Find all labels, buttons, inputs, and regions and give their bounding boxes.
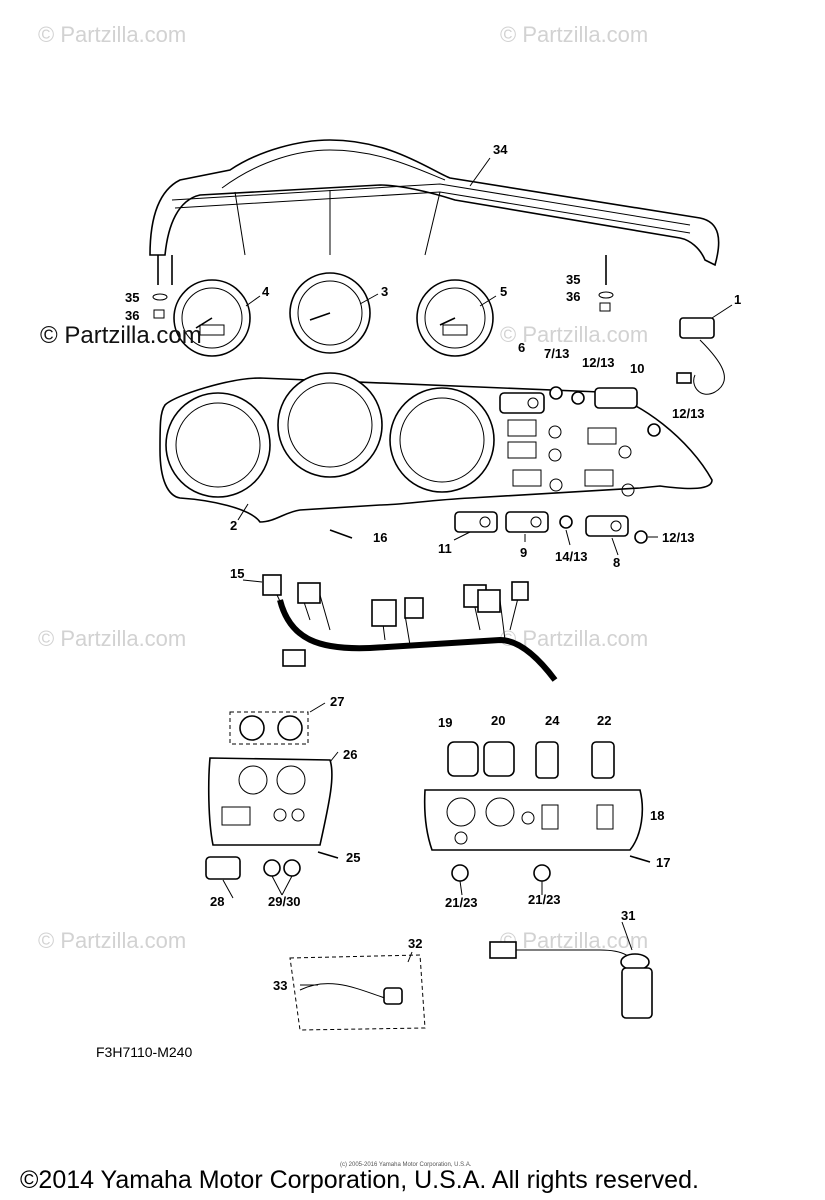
label-part-7-13: 7/13 (544, 346, 569, 361)
label-part-35-right: 35 (566, 272, 580, 287)
label-part-6: 6 (518, 340, 525, 355)
label-part-14-13: 14/13 (555, 549, 588, 564)
label-part-15: 15 (230, 566, 244, 581)
label-part-36-left: 36 (125, 308, 139, 323)
watermark-center: © Partzilla.com (40, 322, 202, 349)
label-part-1: 1 (734, 292, 741, 307)
label-part-18: 18 (650, 808, 664, 823)
label-part-4: 4 (262, 284, 270, 299)
watermark: © Partzilla.com (38, 22, 187, 47)
label-part-11: 11 (438, 541, 452, 556)
switch-11-drawing (454, 511, 498, 533)
label-part-29-30: 29/30 (268, 894, 301, 909)
label-part-12-13-b: 12/13 (672, 406, 705, 421)
small-copyright: (c) 2005-2016 Yamaha Motor Corporation, … (340, 1162, 472, 1168)
label-part-10: 10 (630, 361, 644, 376)
watermark: © Partzilla.com (500, 928, 649, 953)
label-part-17: 17 (656, 855, 670, 870)
label-part-35-left: 35 (125, 290, 139, 305)
leader-lines (222, 157, 733, 986)
grommets-drawing (549, 386, 661, 544)
label-part-19: 19 (438, 715, 452, 730)
diagram-code: F3H7110-M240 (96, 1044, 193, 1060)
label-part-36-right: 36 (566, 289, 580, 304)
switch-10-drawing (594, 387, 638, 409)
label-part-24: 24 (545, 713, 560, 728)
label-part-9: 9 (520, 545, 527, 560)
label-part-5: 5 (500, 284, 507, 299)
instrument-panel-drawing (159, 372, 713, 523)
washers-35-36-drawing (152, 291, 614, 319)
label-part-16: 16 (373, 530, 387, 545)
label-part-21-23-a: 21/23 (445, 895, 478, 910)
footer-copyright: ©2014 Yamaha Motor Corporation, U.S.A. A… (20, 1166, 699, 1194)
switch-9-drawing (505, 511, 549, 533)
gauge-3-drawing (289, 272, 371, 354)
gauge-4-drawing (173, 279, 251, 357)
sensor-31-drawing (489, 941, 653, 1019)
sub-panel-26-drawing (205, 711, 339, 880)
label-part-34: 34 (493, 142, 508, 157)
screw-16-drawing (329, 529, 353, 539)
gauge-5-drawing (416, 279, 494, 357)
watermark: © Partzilla.com (38, 928, 187, 953)
label-part-21-23-b: 21/23 (528, 892, 561, 907)
label-part-25: 25 (346, 850, 360, 865)
label-part-22: 22 (597, 713, 611, 728)
label-part-33: 33 (273, 978, 287, 993)
watermark: © Partzilla.com (500, 322, 649, 347)
label-part-8: 8 (613, 555, 620, 570)
label-part-32: 32 (408, 936, 422, 951)
label-part-12-13-c: 12/13 (662, 530, 695, 545)
watermark: © Partzilla.com (38, 626, 187, 651)
buzzer-1-drawing (676, 317, 725, 395)
kit-32-drawing (289, 954, 426, 1031)
label-part-26: 26 (343, 747, 357, 762)
label-part-31: 31 (621, 908, 635, 923)
switch-6-drawing (499, 392, 545, 414)
label-part-28: 28 (210, 894, 224, 909)
dash-cover-drawing (149, 139, 720, 285)
label-part-12-13-a: 12/13 (582, 355, 615, 370)
wire-harness-drawing (262, 574, 558, 682)
label-part-3: 3 (381, 284, 388, 299)
switch-8-drawing (585, 515, 629, 537)
label-part-2: 2 (230, 518, 237, 533)
watermark: © Partzilla.com (500, 22, 649, 47)
sub-panel-18-drawing (423, 741, 651, 882)
label-part-27: 27 (330, 694, 344, 709)
label-part-20: 20 (491, 713, 505, 728)
